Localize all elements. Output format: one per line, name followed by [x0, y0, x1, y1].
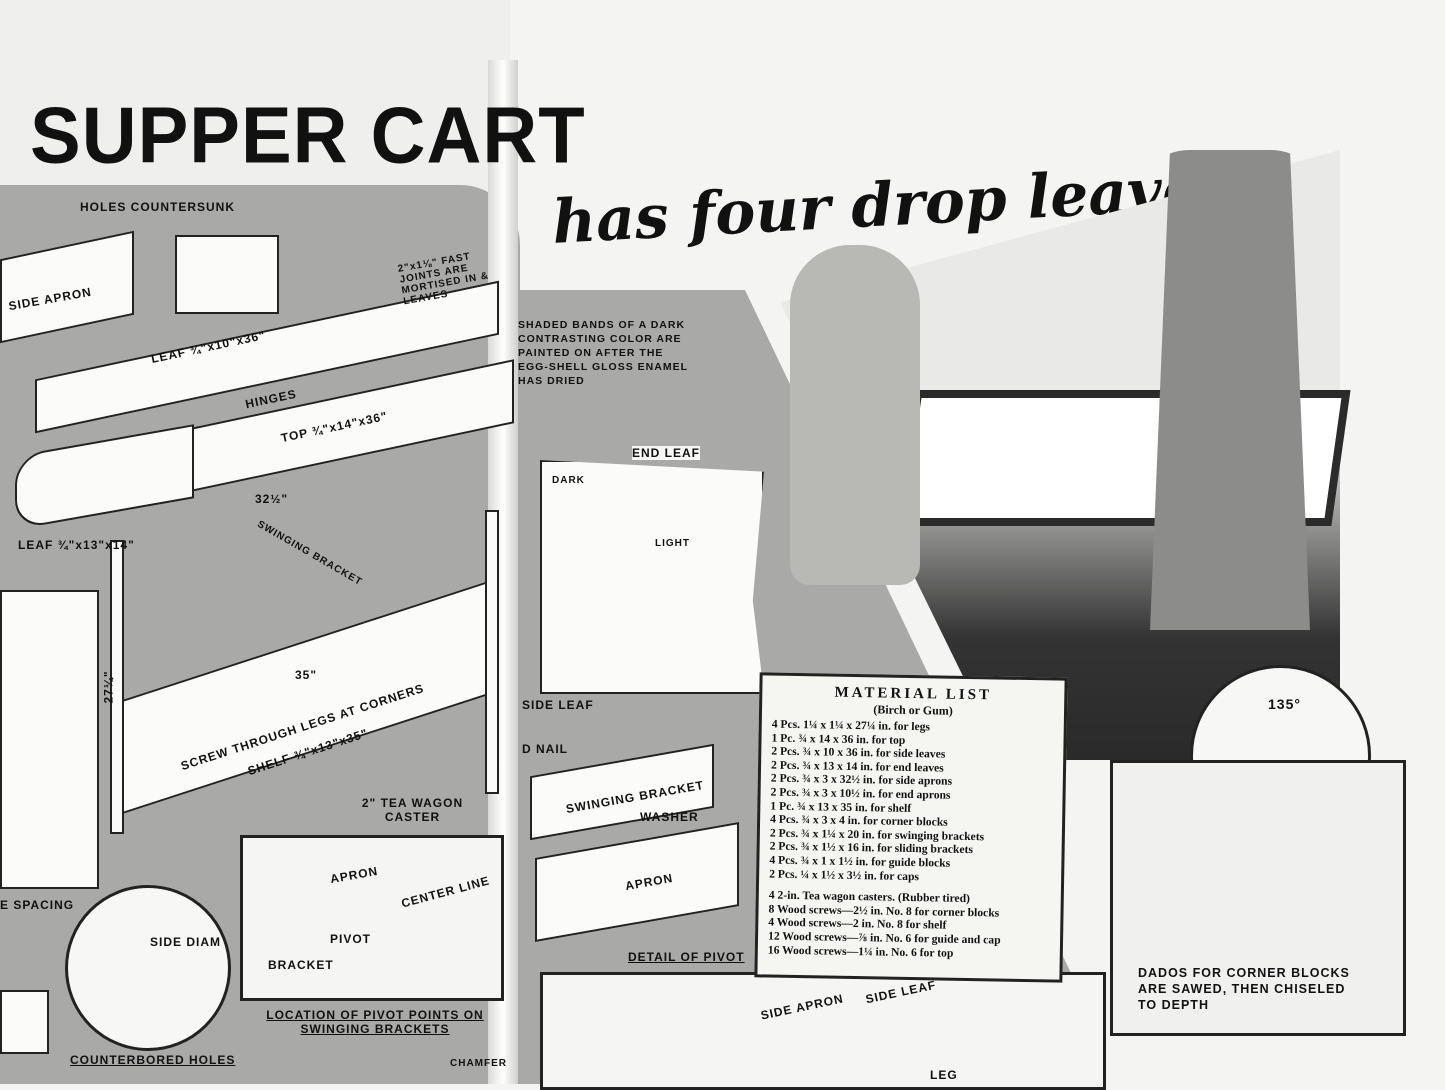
label-chamfer: CHAMFER: [450, 1058, 507, 1069]
leaf-color-detail: [540, 460, 764, 694]
apron-fragment: [0, 990, 49, 1054]
material-list: MATERIAL LIST (Birch or Gum) 4 Pcs. 1¼ x…: [754, 672, 1068, 983]
label-spacing: E SPACING: [0, 898, 75, 912]
girl-figure: [790, 245, 920, 585]
leg-part: [110, 540, 124, 834]
label-side-diam: SIDE DIAM: [150, 935, 222, 949]
leg-part: [485, 510, 499, 794]
spacing-detail: [0, 590, 99, 889]
shaded-bands-note: SHADED BANDS OF A DARK CONTRASTING COLOR…: [518, 319, 688, 387]
label-caster: 2" TEA WAGON CASTER: [361, 796, 464, 824]
label-dark: DARK: [552, 475, 585, 486]
article-title: SUPPER CART: [30, 90, 586, 181]
label-detail-pivot: DETAIL OF PIVOT: [628, 950, 745, 964]
corner-block-part: [175, 235, 279, 314]
dado-detail: [1110, 760, 1406, 1036]
label-side-leaf: SIDE LEAF: [522, 698, 594, 712]
label-holes-countersunk: HOLES COUNTERSUNK: [80, 200, 236, 214]
label-angle: 135°: [1268, 696, 1301, 712]
woman-figure: [1150, 150, 1310, 630]
label-end-leaf-detail: END LEAF: [632, 446, 700, 460]
counterbored-detail: [65, 885, 231, 1051]
label-counterbored: COUNTERBORED HOLES: [70, 1053, 236, 1067]
label-bracket: BRACKET: [268, 958, 334, 972]
dim-32: 32½": [255, 492, 289, 506]
label-nail: D NAIL: [522, 742, 568, 756]
label-location-pivot: LOCATION OF PIVOT POINTS ON SWINGING BRA…: [266, 1008, 484, 1036]
label-end-leaf: LEAF ¾"x13"x14": [18, 538, 135, 552]
dim-27: 27¼": [101, 670, 116, 704]
pivot-location-inset: [240, 835, 504, 1001]
label-light: LIGHT: [655, 538, 690, 549]
label-leg: LEG: [930, 1068, 958, 1082]
leaf-assembly-detail: [540, 972, 1106, 1090]
dados-caption: DADOS FOR CORNER BLOCKS ARE SAWED, THEN …: [1138, 966, 1350, 1012]
label-pivot: PIVOT: [330, 932, 372, 946]
dim-35: 35": [295, 668, 318, 682]
label-washer: WASHER: [640, 810, 699, 824]
